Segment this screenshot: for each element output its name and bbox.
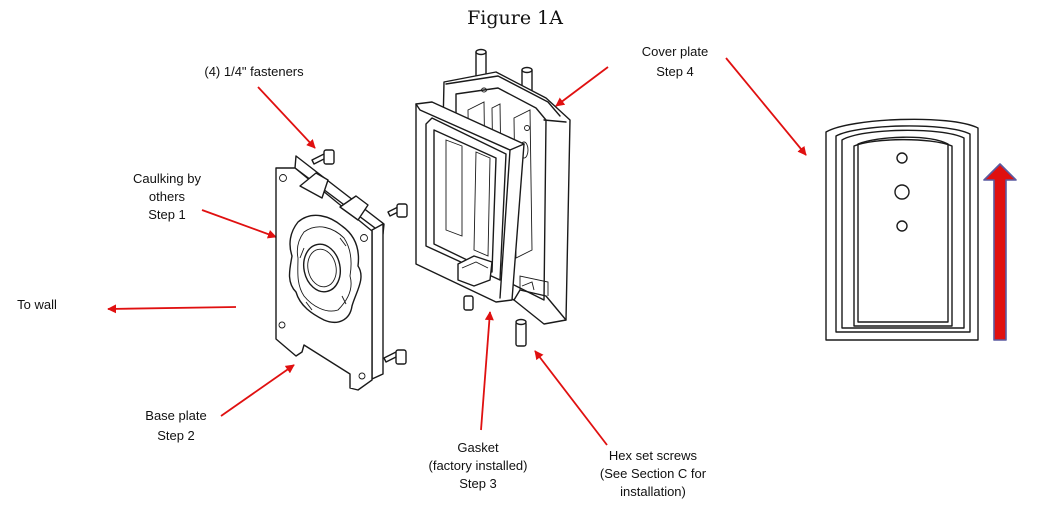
label-caulking-line1: Caulking by xyxy=(133,171,201,186)
label-hex-screws-line3: installation) xyxy=(620,484,686,499)
arrow-gasket xyxy=(480,311,494,431)
base-plate-drawing xyxy=(275,155,385,391)
label-base-plate-line1: Base plate xyxy=(145,408,206,423)
arrow-caulking xyxy=(201,209,277,239)
label-hex-screws-line2: (See Section C for xyxy=(600,466,707,481)
figure-title: Figure 1A xyxy=(467,7,563,29)
label-gasket-line3: Step 3 xyxy=(459,476,497,491)
fastener-bottom-drawing xyxy=(383,349,407,365)
front-view-hole-bottom xyxy=(896,220,908,232)
arrow-fasteners xyxy=(257,86,316,149)
label-to-wall: To wall xyxy=(17,297,57,312)
arrow-base-plate xyxy=(220,364,295,417)
label-hex-screws-line1: Hex set screws xyxy=(609,448,698,463)
label-cover-plate-line1: Cover plate xyxy=(642,44,708,59)
front-view-drawing xyxy=(825,118,979,341)
fastener-top-drawing xyxy=(311,149,335,165)
label-fasteners: (4) 1/4" fasteners xyxy=(204,64,304,79)
front-view-hole-middle xyxy=(894,184,910,200)
label-base-plate-line2: Step 2 xyxy=(157,428,195,443)
gasket-drawing xyxy=(415,101,525,311)
label-caulking-line2: others xyxy=(149,189,186,204)
fastener-middle-drawing xyxy=(387,203,408,218)
arrow-hex-screws xyxy=(534,350,608,446)
front-view-hole-top xyxy=(896,152,908,164)
label-gasket-line1: Gasket xyxy=(457,440,499,455)
label-gasket-line2: (factory installed) xyxy=(429,458,528,473)
arrow-to-front-view xyxy=(725,57,807,156)
label-caulking-line3: Step 1 xyxy=(148,207,186,222)
hex-set-screw-drawing xyxy=(515,318,527,347)
arrow-cover-plate xyxy=(555,66,609,107)
arrow-to-wall xyxy=(107,304,237,314)
label-cover-plate-line2: Step 4 xyxy=(656,64,694,79)
up-arrow-icon xyxy=(983,163,1017,341)
